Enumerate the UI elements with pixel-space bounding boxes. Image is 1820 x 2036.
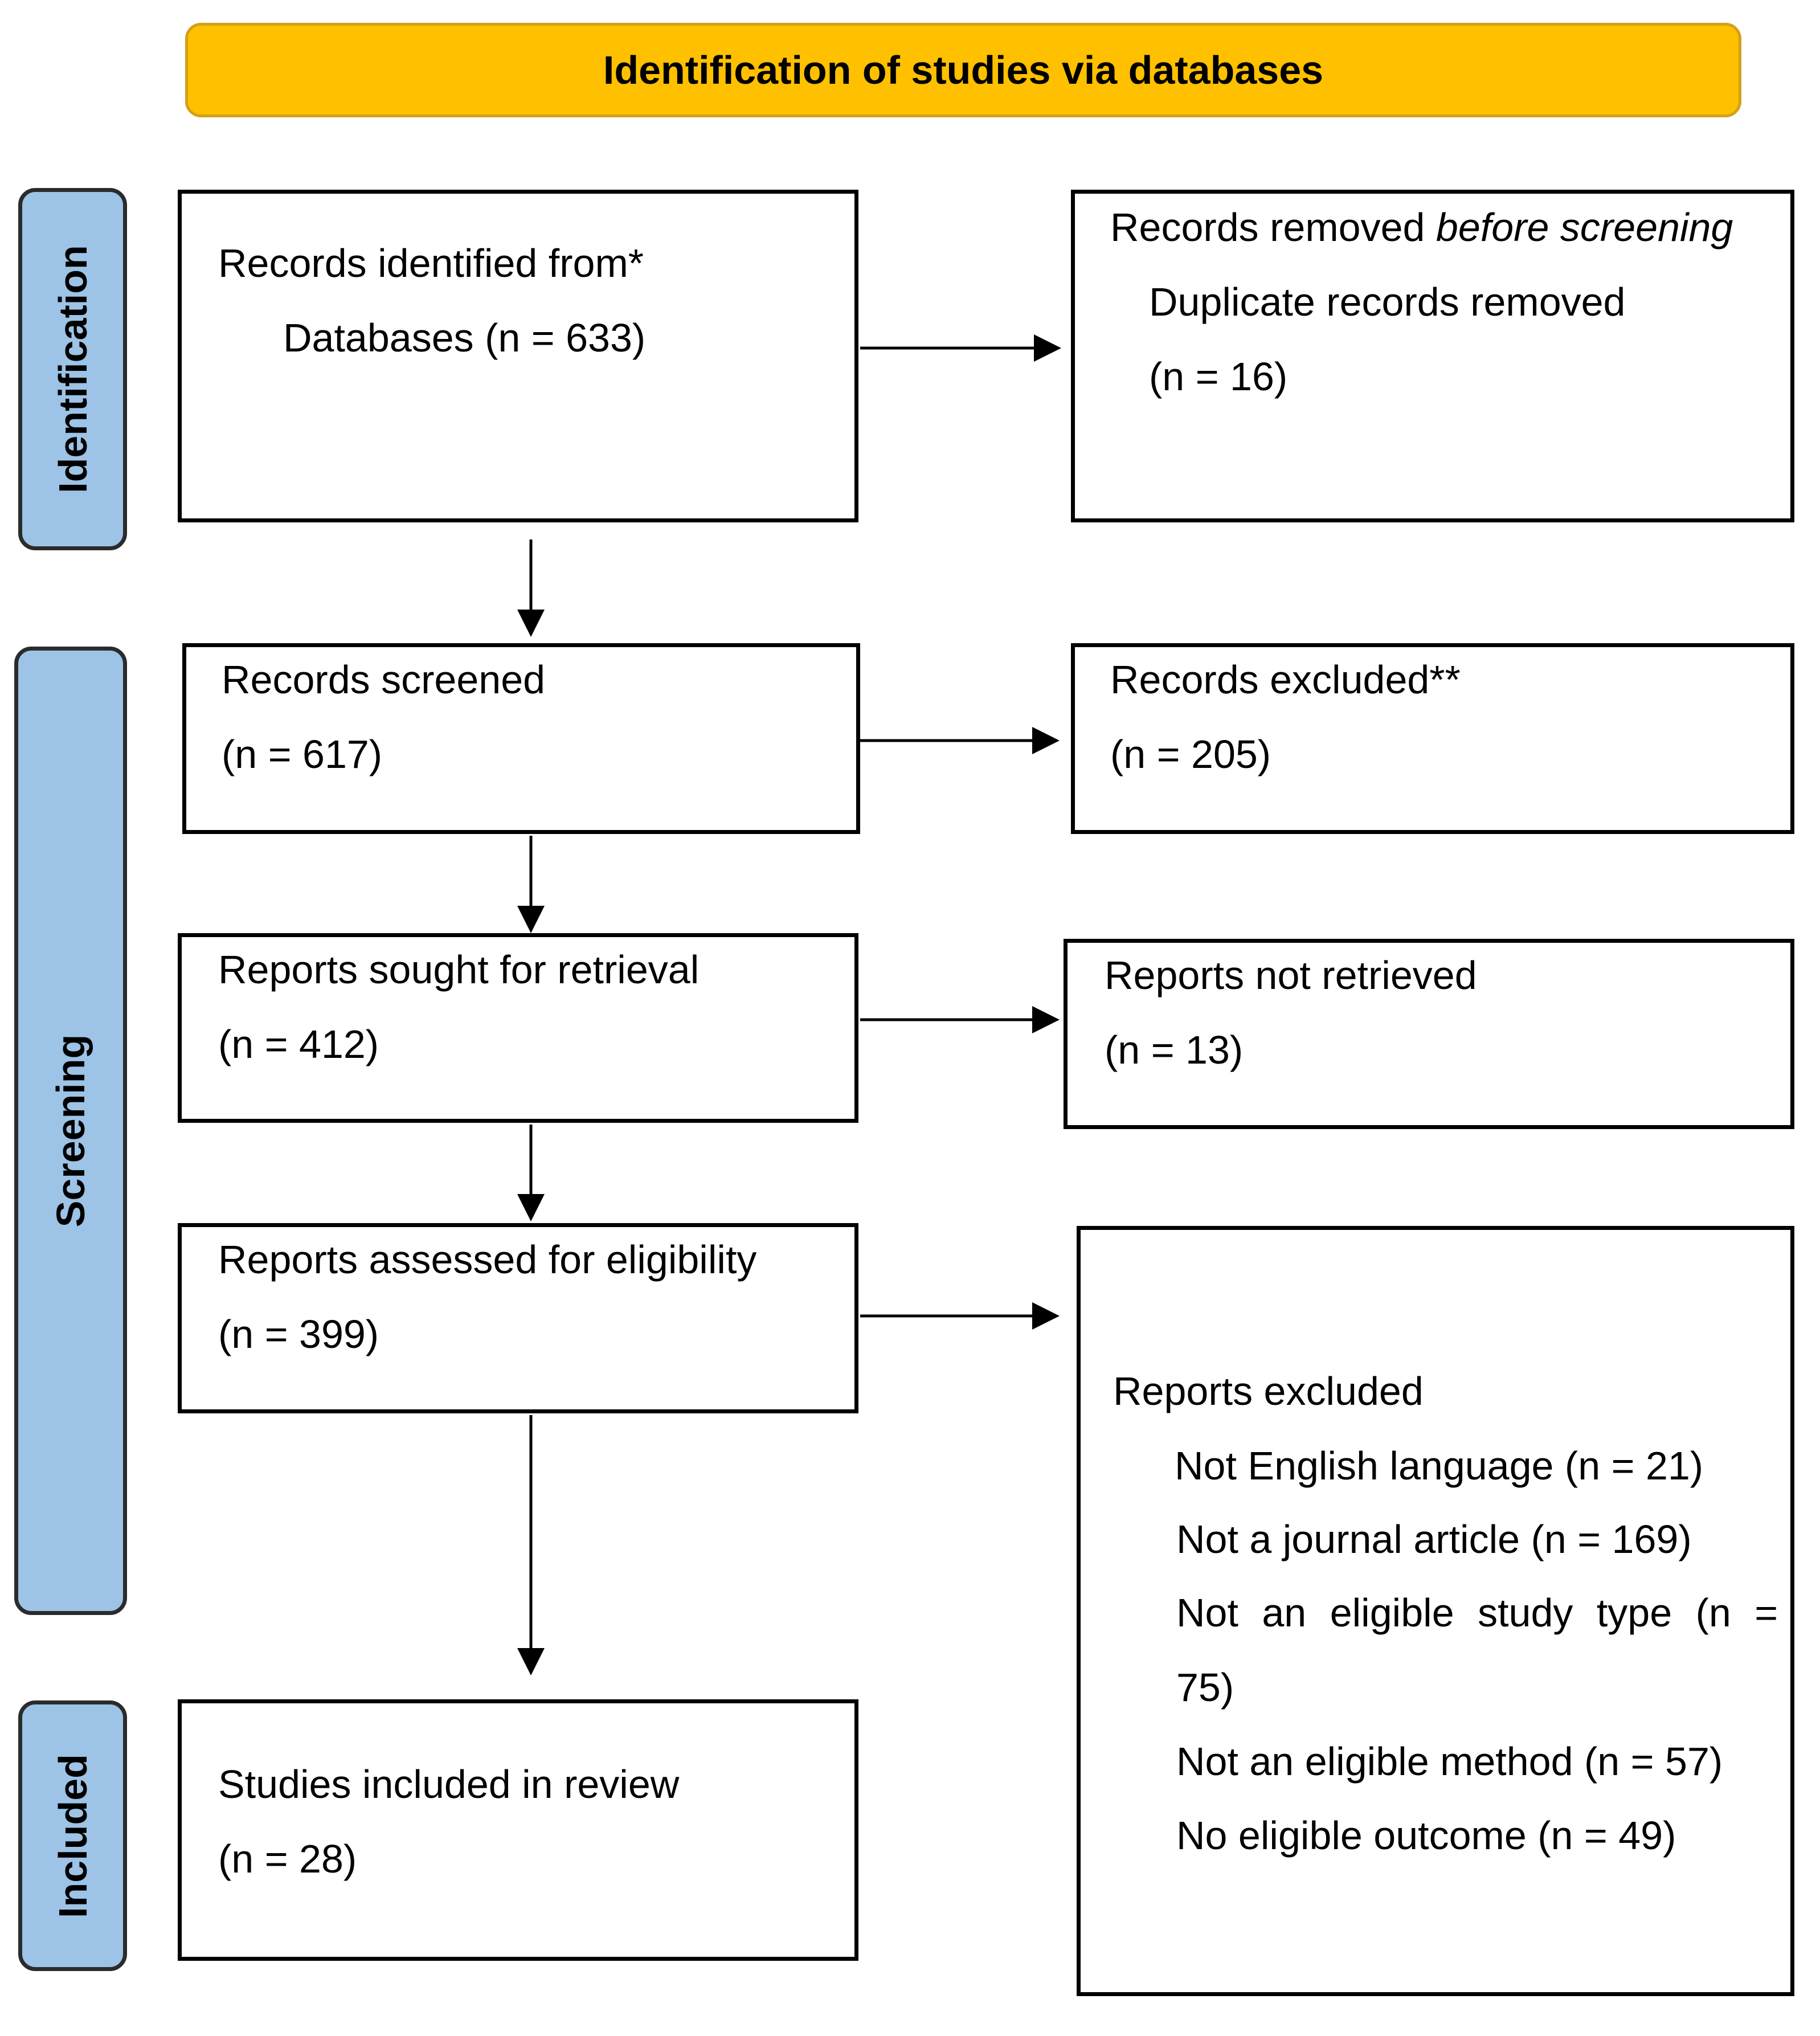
records-screened-box: Records screened (n = 617) [182,643,860,834]
arrowhead-right [1032,727,1060,754]
arrowhead-right [1034,334,1061,362]
records-removed-line1: Records removed before screening [1110,190,1733,265]
exclusion-reason: Not English language (n = 21) [1175,1444,1704,1488]
arrowhead-down [517,906,545,933]
arrowhead-right [1032,1006,1060,1033]
studies-included-box: Studies included in review (n = 28) [178,1699,858,1961]
header-banner: Identification of studies via databases [185,23,1741,117]
exclusion-reason-continued: 75) [1176,1665,1234,1710]
reports-not-retrieved-line1: Reports not retrieved [1105,953,1477,997]
records-identified-line2: Databases (n = 633) [283,316,646,360]
arrowhead-down [517,1648,545,1675]
reports-assessed-line1: Reports assessed for eligibility [218,1237,757,1282]
reports-not-retrieved-box: Reports not retrieved (n = 13) [1064,939,1794,1129]
reports-assessed-line2: (n = 399) [218,1312,379,1356]
phase-screening: Screening [14,647,127,1615]
records-identified-line1: Records identified from* [218,241,644,285]
records-identified-box: Records identified from* Databases (n = … [178,190,858,522]
studies-included-line2: (n = 28) [218,1837,357,1881]
records-screened-line1: Records screened [222,657,546,702]
reports-excluded-box: Reports excluded Not English language (n… [1077,1226,1794,1996]
arrowhead-down [517,1194,545,1221]
records-removed-line1-prefix: Records removed [1110,205,1436,250]
reports-sought-line2: (n = 412) [218,1022,379,1066]
arrowhead-right [1032,1302,1060,1330]
reports-sought-line1: Reports sought for retrieval [218,947,700,992]
studies-included-line1: Studies included in review [218,1762,680,1806]
records-screened-line2: (n = 617) [222,732,383,776]
exclusion-reason: Not an eligible study type (n = [1176,1591,1778,1635]
reports-excluded-title: Reports excluded [1113,1369,1424,1413]
records-removed-line1-italic: before screening [1435,205,1733,250]
header-title: Identification of studies via databases [603,48,1324,92]
exclusion-reason: Not an eligible method (n = 57) [1176,1739,1723,1784]
reports-not-retrieved-line2: (n = 13) [1105,1028,1244,1072]
records-excluded-line2: (n = 205) [1110,732,1271,776]
phase-identification: Identification [18,188,127,550]
reports-assessed-box: Reports assessed for eligibility (n = 39… [178,1223,858,1413]
records-removed-line3: (n = 16) [1149,354,1288,399]
records-excluded-line1: Records excluded** [1110,657,1461,702]
reports-sought-box: Reports sought for retrieval (n = 412) [178,933,858,1123]
records-removed-line2: Duplicate records removed [1149,280,1626,324]
exclusion-reason: No eligible outcome (n = 49) [1176,1813,1676,1858]
phase-included: Included [18,1700,127,1971]
arrowhead-down [517,610,545,637]
exclusion-reason: Not a journal article (n = 169) [1176,1517,1692,1561]
records-removed-box: Records removed before screening Duplica… [1071,190,1794,522]
records-excluded-box: Records excluded** (n = 205) [1071,643,1794,834]
